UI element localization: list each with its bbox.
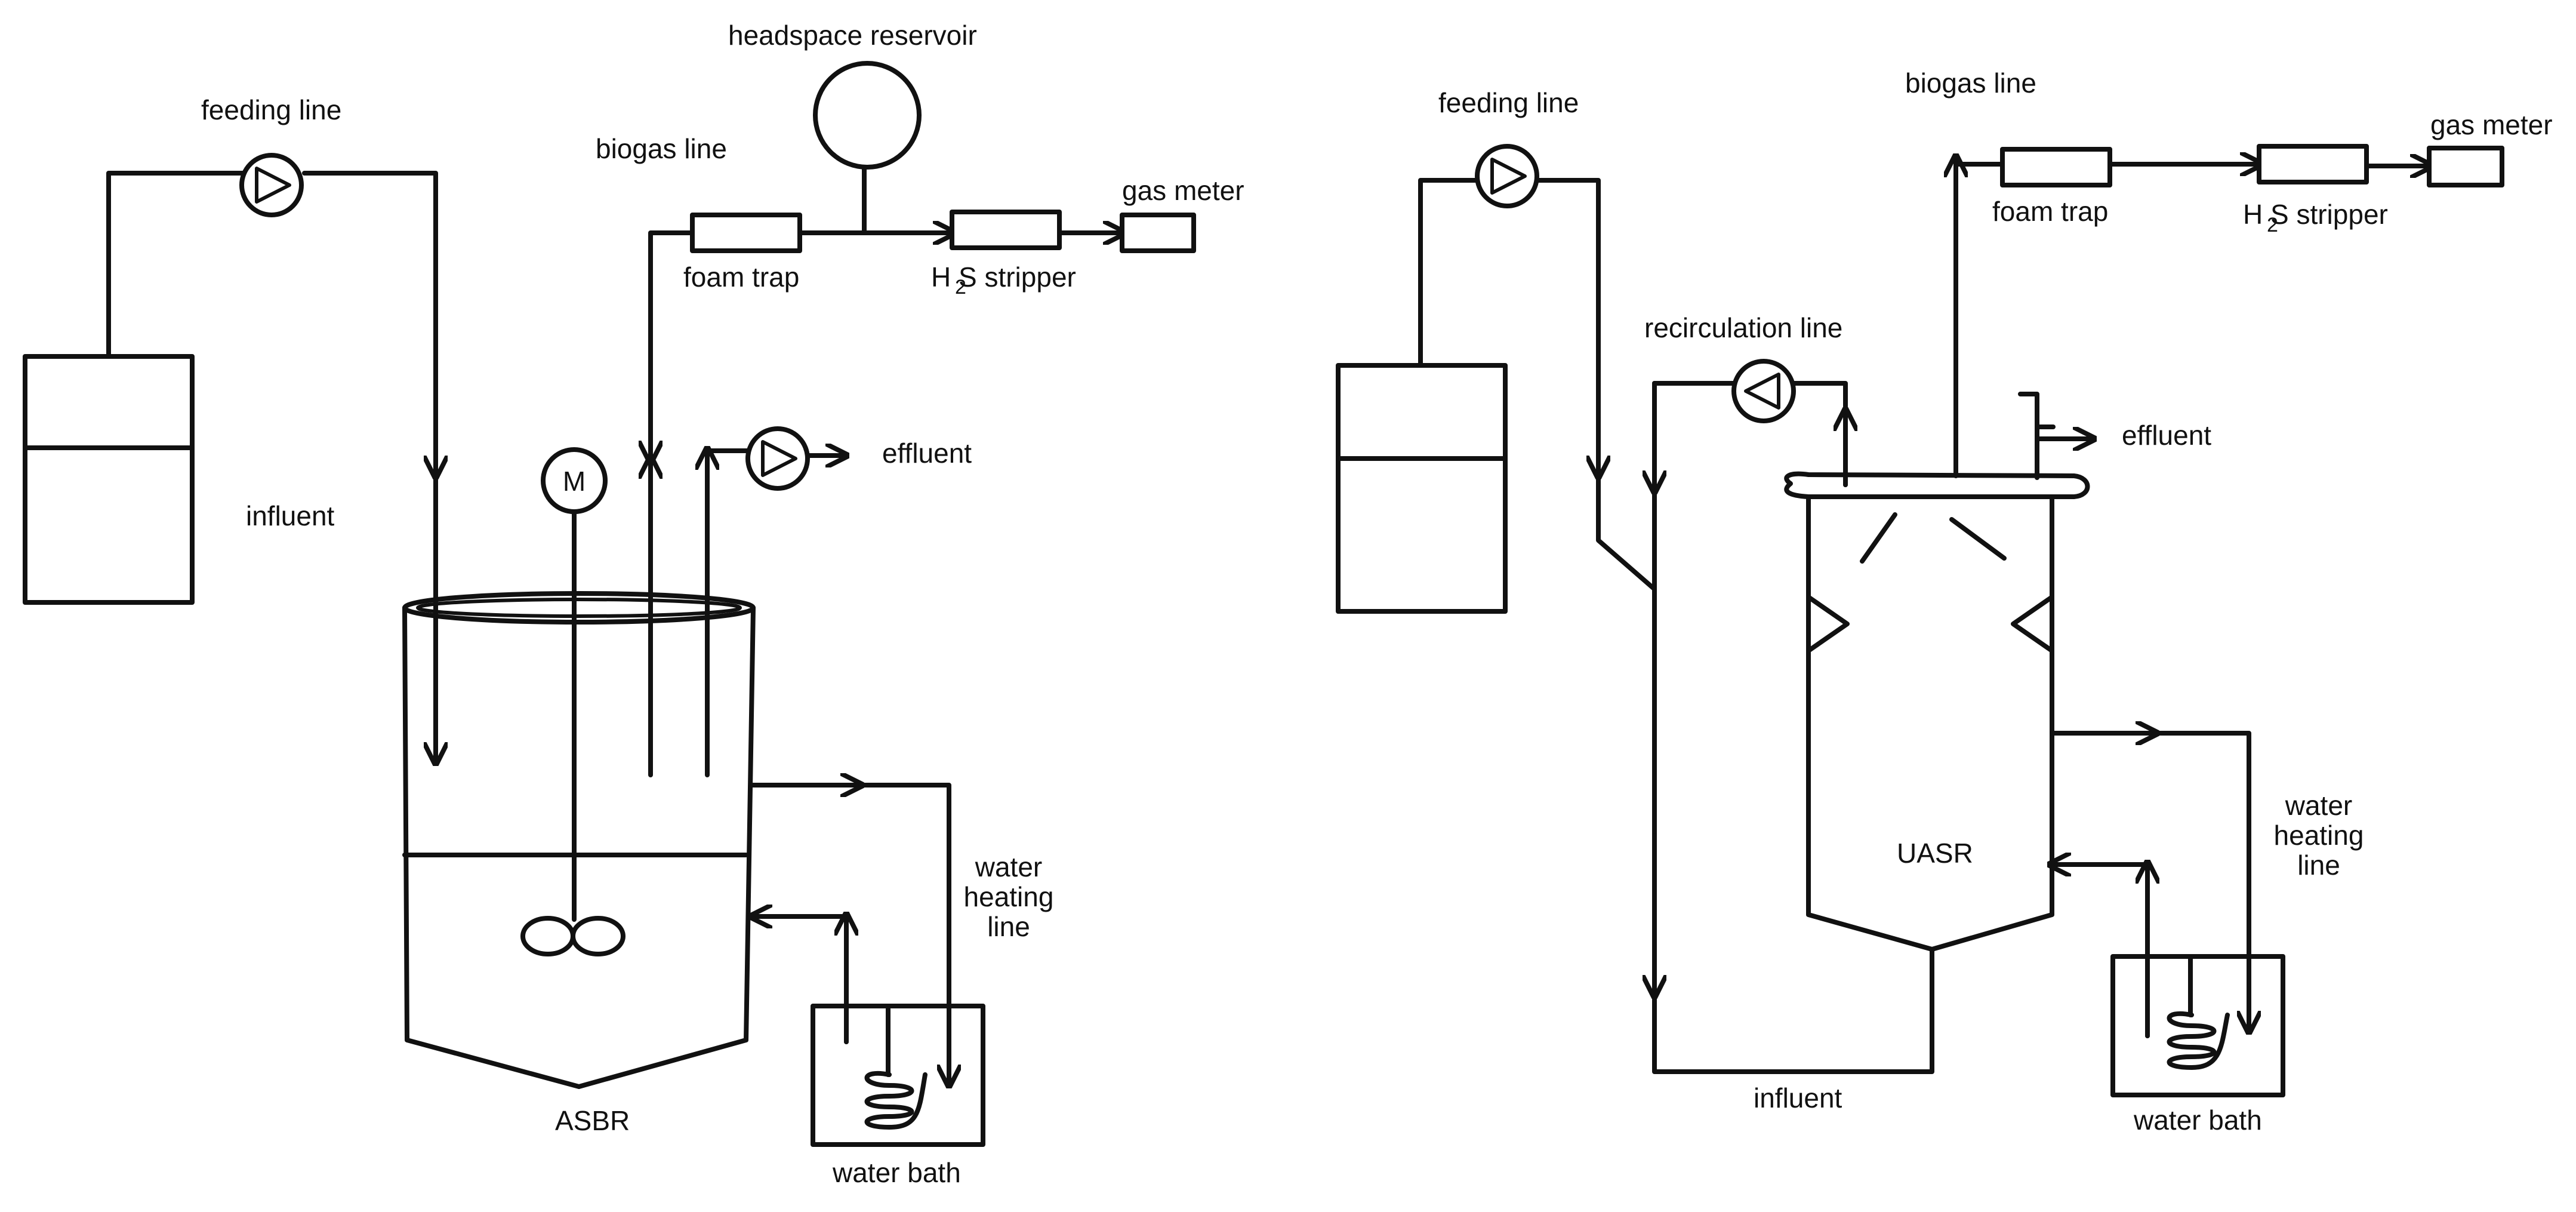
uasr-feed-pump-icon (1475, 144, 1539, 208)
uasr-water-heating-label-3: line (2297, 850, 2340, 881)
asbr-heating-coil-icon (864, 1007, 928, 1130)
asbr-gas-meter-label: gas meter (1122, 175, 1244, 206)
asbr-system: influent feeding line ASBR M (23, 20, 1244, 1188)
uasr-water-bath (2110, 954, 2285, 1097)
uasr-h2s-stripper-icon (2257, 144, 2369, 184)
uasr-recirculation-pump-icon (1731, 359, 1796, 423)
uasr-reactor (1784, 471, 2090, 952)
asbr-h2s-stripper-label: H S stripper (931, 262, 1076, 293)
asbr-water-heating-line (753, 785, 949, 1084)
uasr-gas-meter-label: gas meter (2430, 109, 2553, 140)
uasr-h2s-stripper-label: H S stripper (2243, 199, 2388, 230)
asbr-water-heating-label-3: line (987, 911, 1030, 942)
asbr-influent-tank (23, 354, 195, 605)
asbr-water-bath (811, 1004, 985, 1147)
asbr-influent-label: influent (246, 500, 335, 531)
uasr-recirculation-line (1654, 381, 1934, 1074)
asbr-reactor-label: ASBR (555, 1105, 630, 1136)
asbr-water-heating-label-2: heating (964, 881, 1054, 912)
asbr-effluent-line (707, 451, 845, 777)
asbr-impeller-icon (520, 916, 625, 956)
asbr-effluent-label: effluent (882, 438, 972, 469)
asbr-feeding-line (106, 171, 436, 761)
uasr-effluent-line (2018, 392, 2092, 480)
uasr-water-heating-line (2052, 733, 2249, 1038)
uasr-reactor-label: UASR (1897, 838, 1973, 869)
asbr-foam-trap-label: foam trap (683, 262, 799, 293)
asbr-h2s-subscript: 2 (955, 276, 966, 299)
uasr-foam-trap-label: foam trap (1992, 196, 2108, 227)
asbr-h2s-stripper-icon (950, 210, 1062, 250)
uasr-feeding-line-label: feeding line (1438, 87, 1579, 118)
uasr-feeding-line (1418, 178, 1656, 590)
uasr-biogas-line-label: biogas line (1905, 67, 2036, 99)
asbr-headspace-reservoir-label: headspace reservoir (728, 20, 977, 51)
uasr-system: feeding line recirculation line influent… (1336, 67, 2553, 1136)
asbr-foam-trap-icon (690, 213, 802, 253)
uasr-heating-coil-icon (2167, 956, 2230, 1070)
uasr-foam-trap-icon (2000, 147, 2112, 187)
asbr-biogas-line (651, 164, 1122, 777)
uasr-influent-label: influent (1754, 1082, 1842, 1113)
asbr-feed-pump-icon (239, 153, 304, 217)
asbr-headspace-reservoir-icon (813, 61, 922, 170)
asbr-biogas-line-label: biogas line (596, 133, 727, 164)
uasr-h2s-subscript: 2 (2267, 214, 2278, 236)
uasr-water-heating-label-2: heating (2274, 820, 2364, 851)
asbr-feeding-line-label: feeding line (201, 94, 341, 125)
asbr-motor-icon: M (541, 447, 608, 514)
asbr-water-heating-label-1: water (975, 851, 1042, 882)
uasr-water-bath-label: water bath (2133, 1105, 2262, 1136)
asbr-water-bath-label: water bath (832, 1157, 961, 1188)
uasr-influent-tank (1336, 363, 1508, 614)
uasr-biogas-line (1956, 158, 2429, 478)
uasr-recirculation-line-label: recirculation line (1644, 312, 1842, 343)
asbr-motor-symbol: M (563, 466, 586, 497)
asbr-effluent-pump-icon (745, 426, 810, 491)
uasr-water-heating-label-1: water (2285, 790, 2352, 821)
asbr-gas-meter-icon (1120, 213, 1196, 253)
asbr-reactor (402, 591, 756, 1089)
uasr-effluent-label: effluent (2122, 420, 2211, 451)
uasr-gas-meter-icon (2427, 146, 2504, 187)
